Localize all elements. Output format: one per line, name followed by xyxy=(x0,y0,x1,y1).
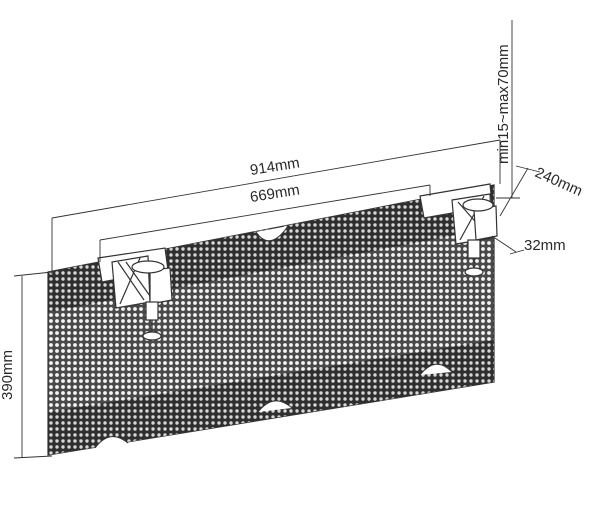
right-clamp-bracket xyxy=(419,183,498,277)
label-mount-depth: 240mm xyxy=(532,164,585,200)
dim-line-669 xyxy=(99,184,431,241)
label-bracket-thickness: 32mm xyxy=(524,237,566,254)
label-height: 390mm xyxy=(0,350,16,400)
left-clamp-bracket xyxy=(97,247,173,341)
mesh-panel xyxy=(47,184,495,456)
dim-line-32 xyxy=(491,235,525,255)
dimension-lines xyxy=(13,20,541,459)
panel-bottom-band xyxy=(48,340,494,455)
top-cutout-center xyxy=(255,225,289,242)
bottom-cutout-left xyxy=(94,436,129,449)
label-overall-length: 914mm xyxy=(249,154,301,179)
bottom-cutout-right xyxy=(419,363,453,376)
dim-line-240 xyxy=(499,165,541,217)
label-bracket-spacing: 669mm xyxy=(249,181,301,206)
bottom-cutout-center xyxy=(257,400,293,413)
label-clamp-range: min15~max70mm xyxy=(495,44,512,164)
dim-line-914 xyxy=(51,139,501,219)
